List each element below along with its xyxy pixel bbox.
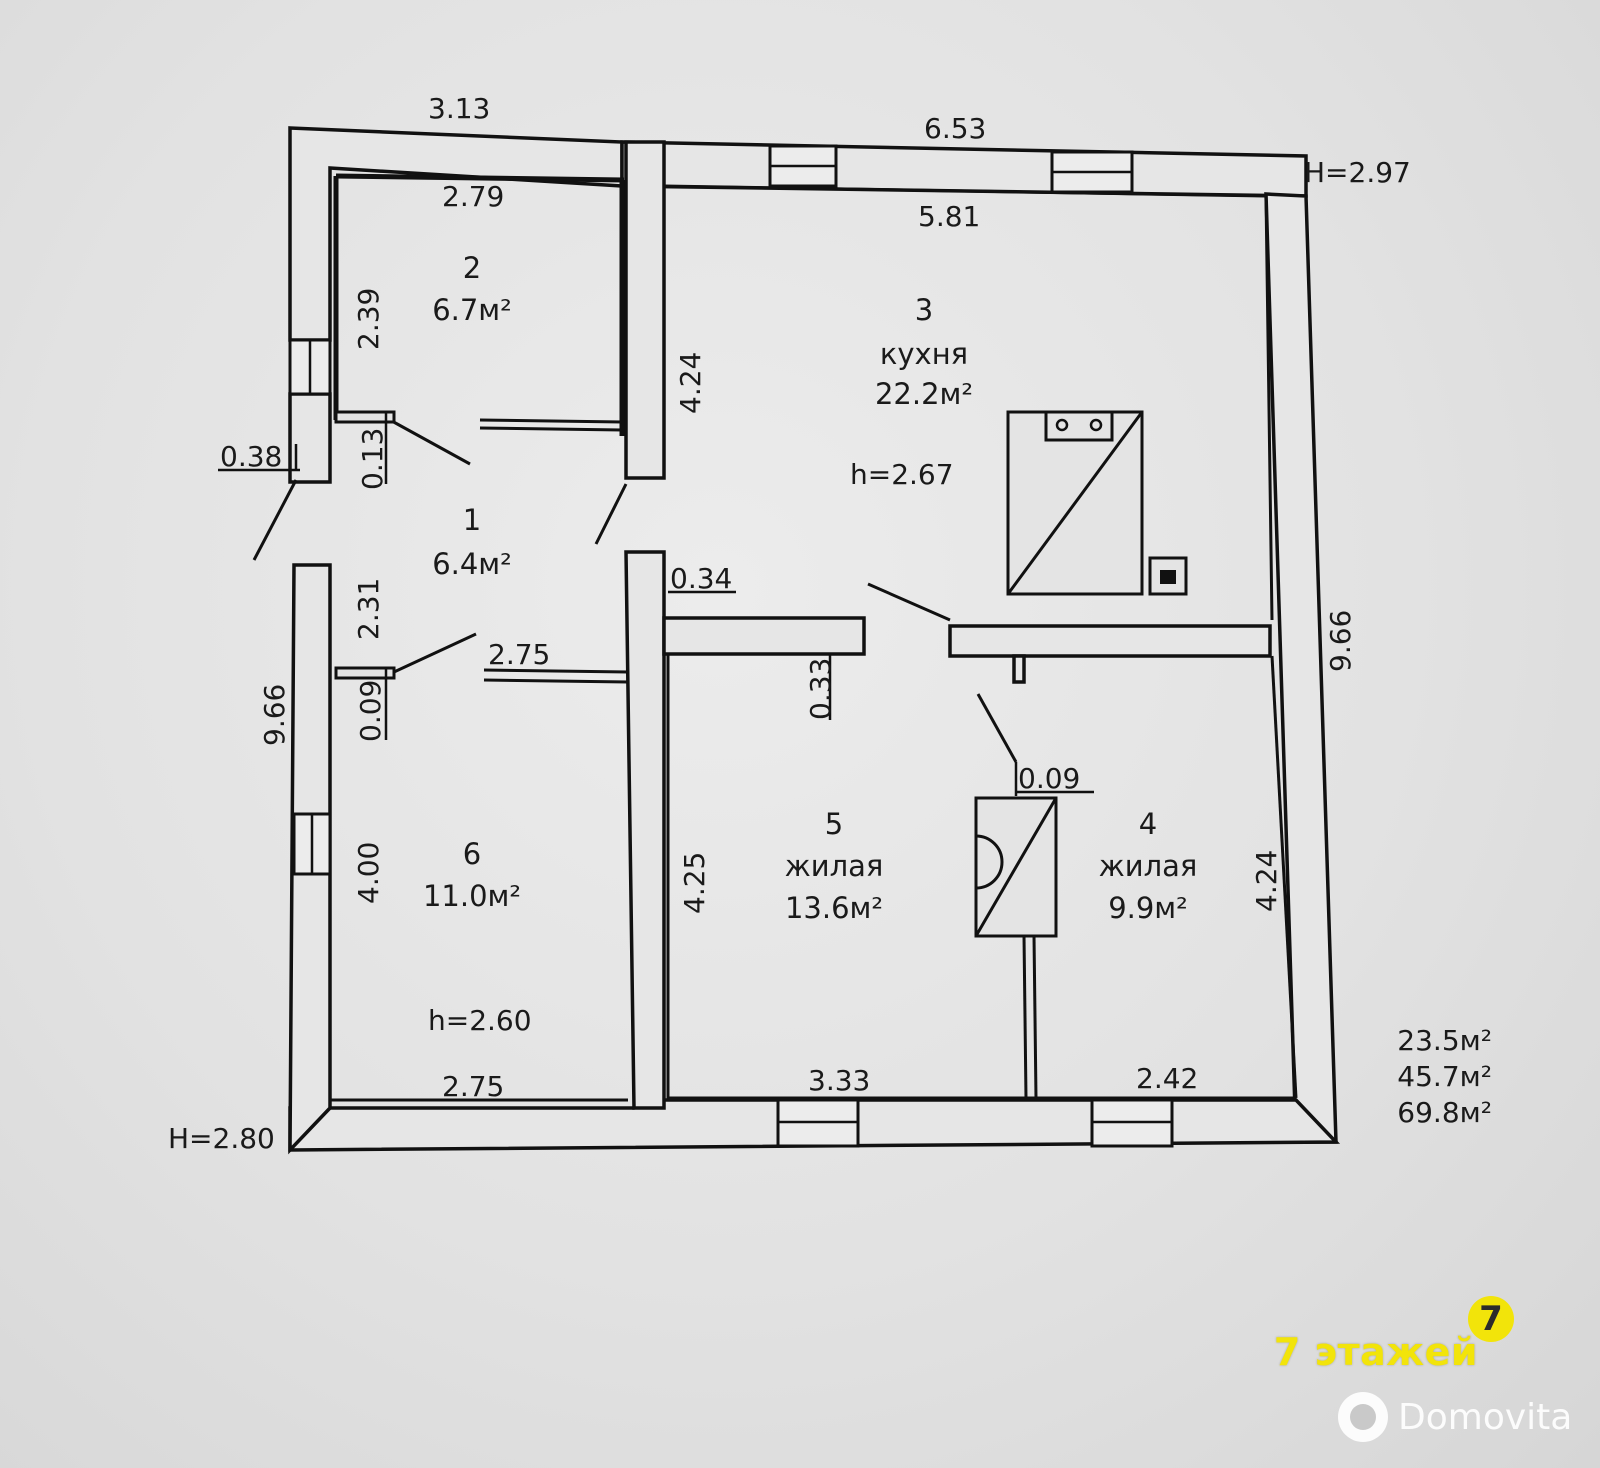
- height-room6: h=2.60: [428, 1004, 532, 1037]
- room3-area: 22.2м²: [875, 377, 973, 411]
- height-labels: H=2.97 H=2.80 h=2.67 h=2.60: [168, 156, 1411, 1155]
- agency-name: 7 этажей: [1273, 1330, 1478, 1374]
- room5-name: жилая: [785, 849, 884, 883]
- kitchen-stove: [1006, 410, 1188, 596]
- dim-wall-009-right: 0.09: [1018, 762, 1080, 795]
- dimension-labels: 3.13 6.53 2.79 5.81 0.38 0.34 2.75 0.09 …: [220, 92, 1357, 1103]
- room3-number: 3: [915, 293, 933, 327]
- doors: [252, 410, 1018, 796]
- dimension-underlines: [218, 412, 1094, 794]
- dim-hall-width: 2.75: [488, 638, 550, 671]
- dim-wall-009-left: 0.09: [354, 680, 387, 742]
- room4-area: 9.9м²: [1108, 891, 1188, 925]
- dim-hall-height: 2.31: [352, 578, 385, 640]
- dim-room4-height: 4.24: [1250, 850, 1283, 912]
- watermark-text: Domovita: [1398, 1396, 1573, 1438]
- dim-room6-height: 4.00: [352, 842, 385, 904]
- dim-door-013: 0.13: [356, 428, 389, 490]
- dim-room3-height: 4.24: [674, 352, 707, 414]
- room2-number: 2: [463, 251, 481, 285]
- height-annex: H=2.80: [168, 1122, 275, 1155]
- dim-wall-038: 0.38: [220, 440, 282, 473]
- door-room6: [393, 632, 477, 674]
- inner-walls: [330, 140, 1298, 1110]
- room2-area: 6.7м²: [432, 293, 512, 327]
- door-kitchen-inner: [867, 582, 951, 622]
- door-entrance: [252, 479, 298, 561]
- door-kitchen: [594, 483, 628, 545]
- room4-name: жилая: [1099, 849, 1198, 883]
- room5-number: 5: [825, 807, 843, 841]
- room1-number: 1: [463, 503, 481, 537]
- summary-total: 69.8м²: [1397, 1096, 1492, 1129]
- watermark-logo-icon: [1338, 1392, 1388, 1442]
- room-labels: 2 6.7м² 3 кухня 22.2м² 1 6.4м² 5 жилая 1…: [423, 251, 1197, 925]
- dim-right-outer: 9.66: [1324, 610, 1357, 672]
- summary-area-2: 45.7м²: [1397, 1060, 1492, 1093]
- dim-room4-width: 2.42: [1136, 1062, 1198, 1095]
- dim-room5-width: 3.33: [808, 1064, 870, 1097]
- agency-logo-icon: 7: [1468, 1296, 1514, 1342]
- dim-room2-height: 2.39: [352, 288, 385, 350]
- door-room2: [389, 418, 471, 466]
- dim-wall-033: 0.33: [804, 658, 837, 720]
- room4-number: 4: [1139, 807, 1157, 841]
- height-kitchen: h=2.67: [850, 458, 954, 491]
- dim-left-outer: 9.66: [258, 684, 291, 746]
- dim-wall-034: 0.34: [670, 562, 732, 595]
- dim-room5-height: 4.25: [678, 852, 711, 914]
- dim-top-right: 6.53: [924, 112, 986, 145]
- watermark: Domovita: [1338, 1390, 1572, 1444]
- height-main: H=2.97: [1304, 156, 1411, 189]
- heating-stove: [974, 796, 1058, 938]
- door-room4: [976, 693, 1018, 763]
- summary-area-1: 23.5м²: [1397, 1024, 1492, 1057]
- room1-area: 6.4м²: [432, 547, 512, 581]
- dim-room2-width: 2.79: [442, 180, 504, 213]
- dim-room6-width: 2.75: [442, 1070, 504, 1103]
- dim-top-left: 3.13: [428, 92, 490, 125]
- room6-area: 11.0м²: [423, 879, 521, 913]
- windows: [288, 144, 1174, 1148]
- room5-area: 13.6м²: [785, 891, 883, 925]
- dim-room3-width: 5.81: [918, 200, 980, 233]
- area-summary: 23.5м² 45.7м² 69.8м²: [1397, 1024, 1492, 1129]
- room6-number: 6: [463, 837, 481, 871]
- room3-name: кухня: [880, 337, 968, 371]
